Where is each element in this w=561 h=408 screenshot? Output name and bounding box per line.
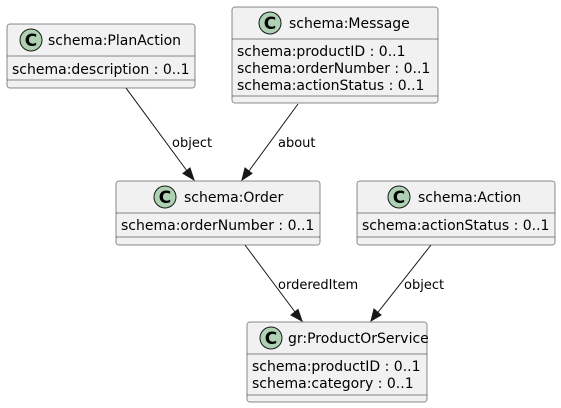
edge-message-order: about	[241, 103, 316, 182]
edge-planaction-order: object	[125, 87, 212, 182]
class-badge-letter: C	[264, 14, 276, 34]
class-box-product-or-service[interactable]: C gr:ProductOrService schema:productID :…	[246, 321, 429, 403]
arrowhead-icon	[241, 167, 253, 182]
class-badge-letter: C	[159, 188, 171, 208]
class-attribute: schema:orderNumber : 0..1	[237, 61, 430, 77]
class-box-message[interactable]: C schema:Message schema:productID : 0..1…	[231, 6, 439, 104]
edge-label-about: about	[278, 136, 316, 151]
class-badge-icon	[153, 185, 177, 209]
class-title: schema:PlanAction	[48, 33, 181, 49]
class-box-order[interactable]: C schema:Order schema:orderNumber : 0..1	[115, 180, 321, 246]
class-attribute: schema:orderNumber : 0..1	[121, 218, 314, 234]
arrowhead-icon	[290, 308, 303, 323]
class-badge-icon	[259, 326, 283, 350]
class-title: schema:Action	[418, 190, 521, 206]
class-attribute: schema:productID : 0..1	[237, 44, 406, 60]
edge-order-product: orderedItem	[244, 244, 358, 323]
class-box-plan-action[interactable]: C schema:PlanAction schema:description :…	[6, 23, 196, 89]
class-badge-icon	[258, 11, 282, 35]
class-badge-letter: C	[393, 188, 405, 208]
class-attribute: schema:description : 0..1	[12, 62, 190, 78]
arrowhead-icon	[182, 167, 195, 182]
class-title: schema:Message	[289, 16, 410, 32]
edge-label-object-2: object	[404, 278, 444, 293]
class-title: schema:Order	[184, 190, 283, 206]
class-attribute: schema:actionStatus : 0..1	[362, 218, 549, 234]
class-badge-letter: C	[265, 329, 277, 349]
class-badge-icon	[387, 185, 411, 209]
class-badge-icon	[19, 28, 43, 52]
class-attribute: schema:productID : 0..1	[252, 359, 421, 375]
class-title: gr:ProductOrService	[288, 331, 429, 347]
arrowhead-icon	[370, 308, 382, 323]
class-attribute: schema:actionStatus : 0..1	[237, 78, 424, 94]
edge-label-ordereditem: orderedItem	[278, 278, 358, 293]
class-attribute: schema:category : 0..1	[252, 376, 414, 392]
class-badge-letter: C	[25, 31, 37, 51]
edge-action-product: object	[370, 244, 444, 323]
class-box-action[interactable]: C schema:Action schema:actionStatus : 0.…	[356, 180, 556, 246]
edge-label-object-1: object	[172, 136, 212, 151]
